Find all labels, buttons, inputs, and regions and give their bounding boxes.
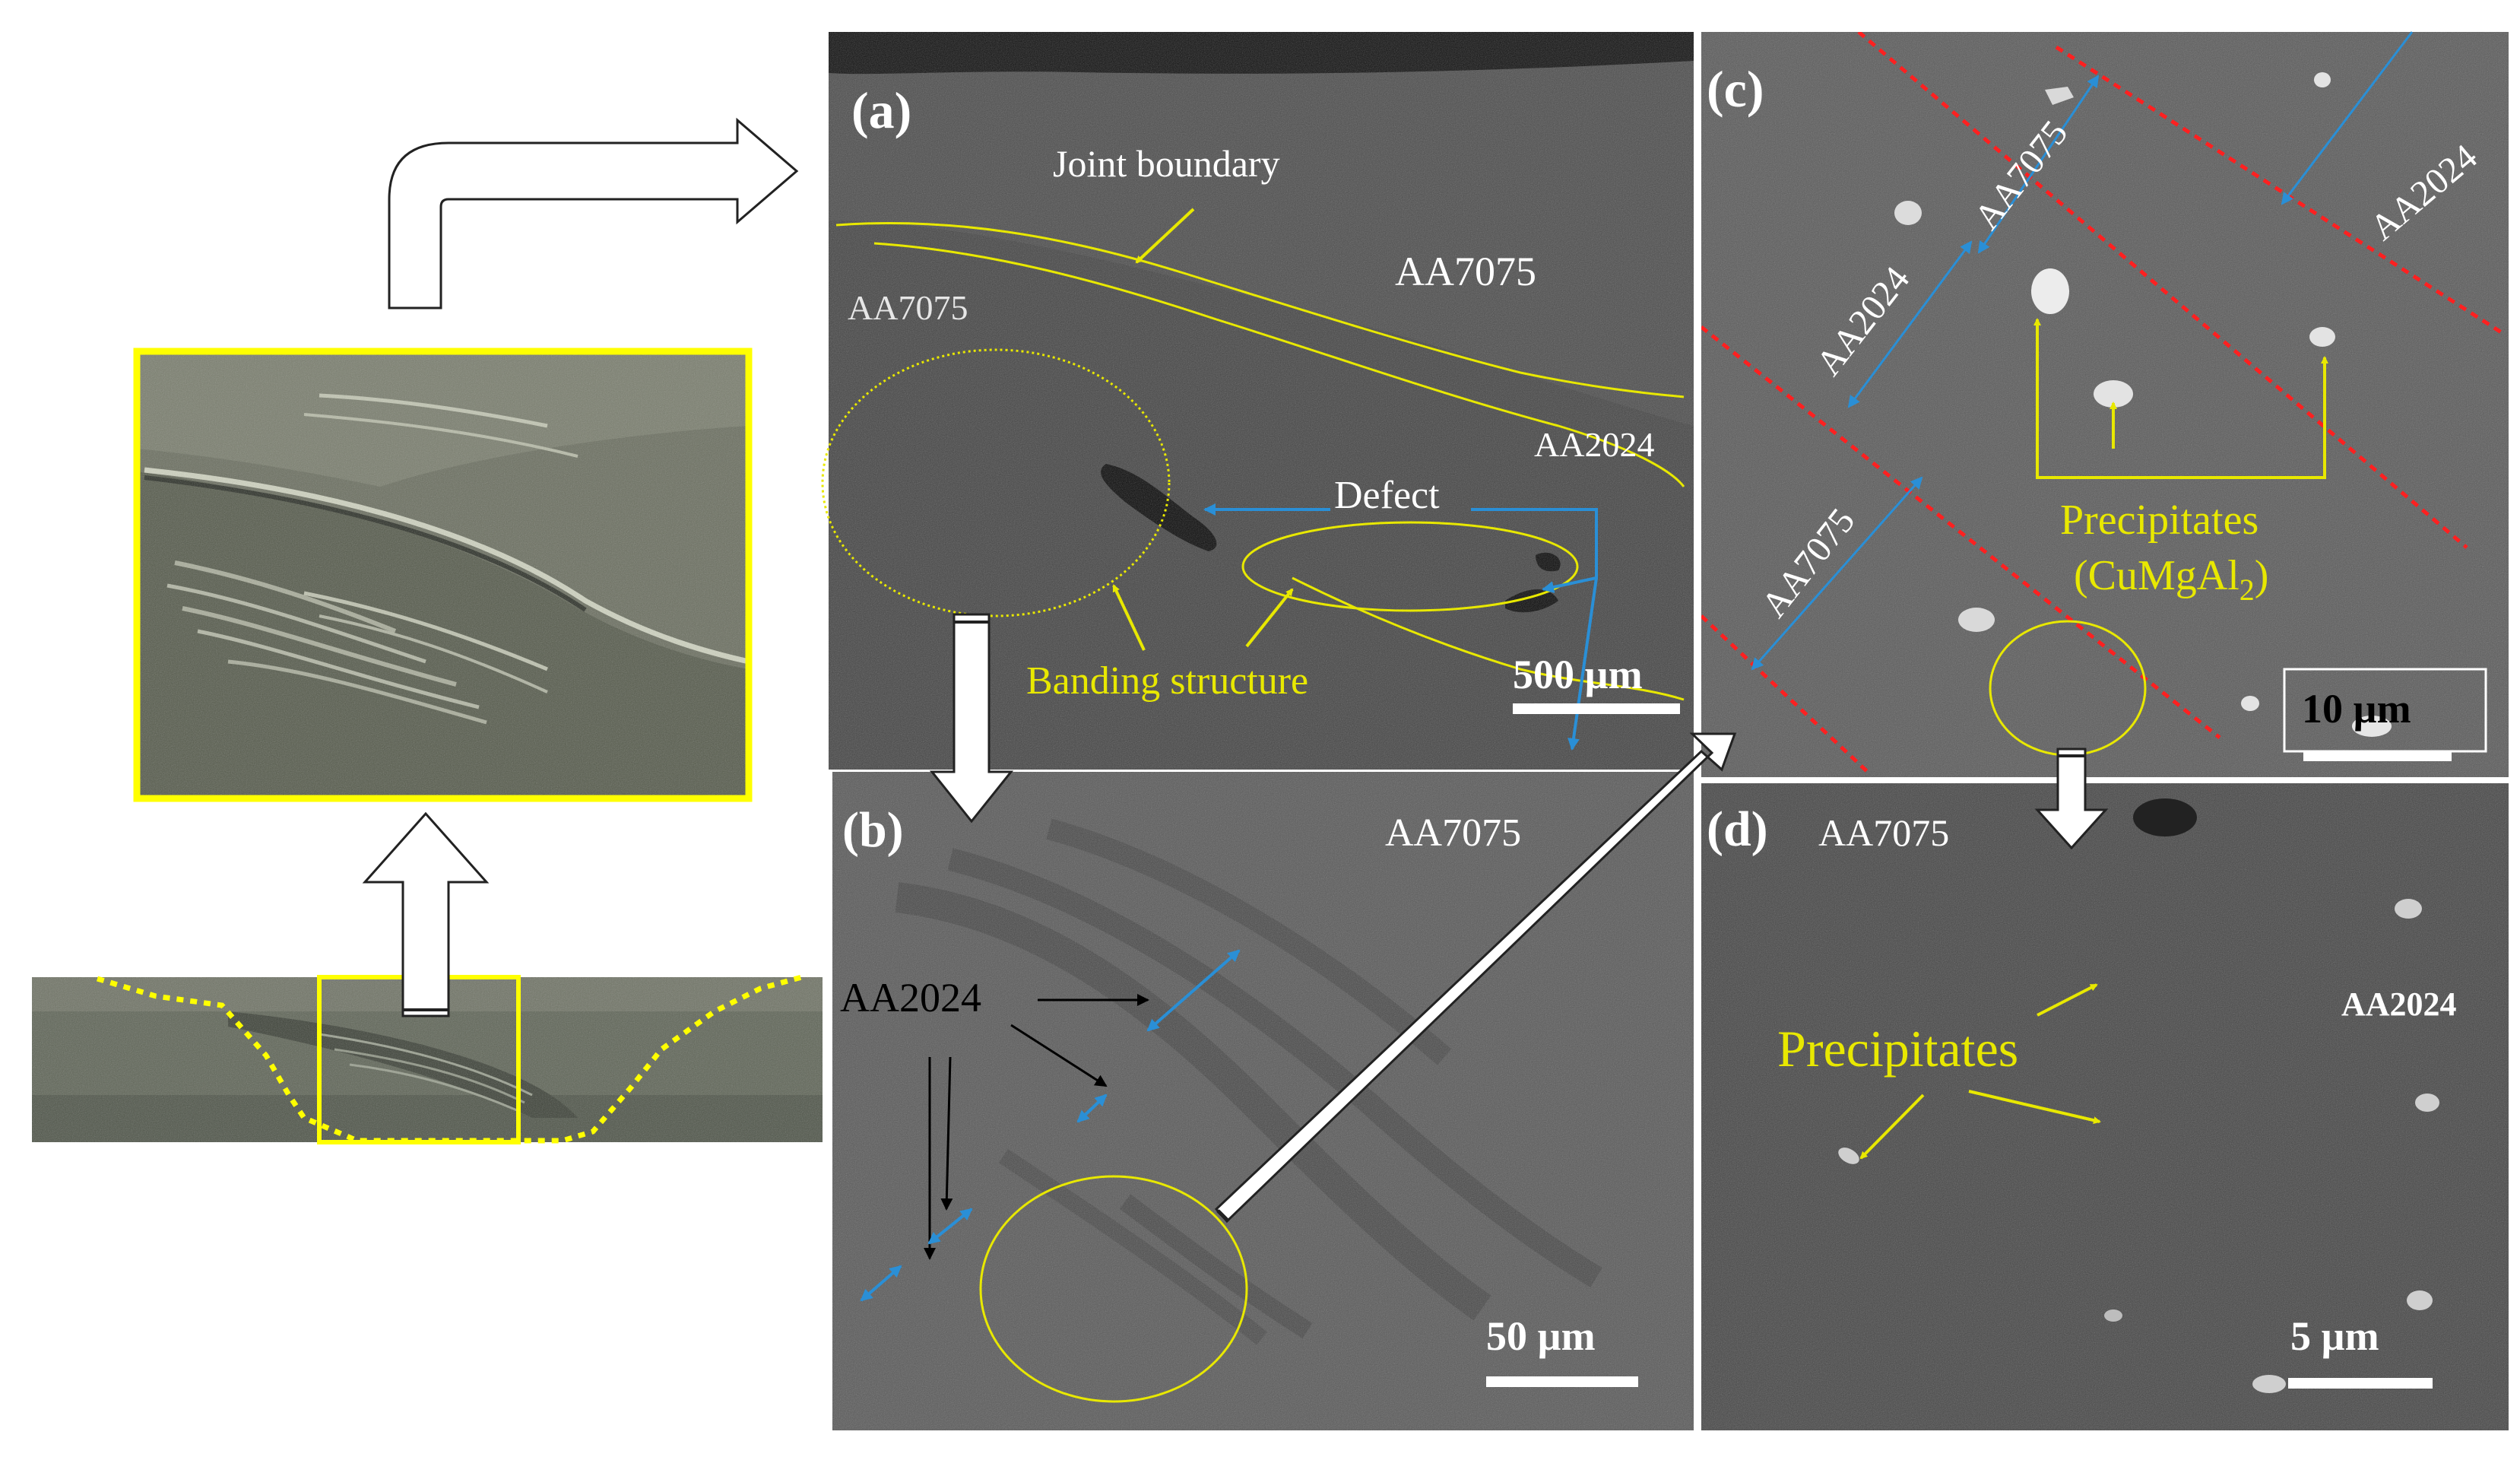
band-region-ellipse (979, 1175, 1248, 1403)
scale-label-b: 50 µm (1486, 1313, 1596, 1359)
defect-arrow-3 (1567, 577, 1598, 751)
width-arrow-c3 (1751, 476, 1923, 671)
interface-3 (1857, 32, 2468, 549)
aa2024-arrow-4 (940, 1056, 953, 1211)
panel-d-label: (d) (1707, 802, 1768, 857)
panel-b-label: (b) (842, 802, 904, 858)
region-aa7075-d: AA7075 (1818, 811, 1949, 854)
width-arrow-c1 (1977, 75, 2100, 254)
arrow-c-to-d (2034, 748, 2109, 850)
banding-arrow-2 (1245, 588, 1294, 648)
arrow-b-to-c-tick (1216, 1209, 1230, 1223)
arrow-b-to-c (1214, 732, 1737, 1224)
panel-b (832, 772, 1694, 1430)
band-width-arrow-1 (1146, 949, 1241, 1032)
panel-a (829, 32, 1694, 770)
scale-bar-a (1513, 703, 1680, 714)
joint-boundary-arrow (1135, 208, 1195, 264)
defect-label: Defect (1334, 474, 1440, 517)
scale-bar-b (1486, 1376, 1638, 1387)
scale-bar-c (2303, 751, 2452, 761)
banding-arrow-1 (1112, 584, 1146, 651)
region-aa7075-right-a: AA7075 (1395, 249, 1536, 294)
arrow-a-to-b (929, 613, 1014, 824)
banding-ellipse-1 (821, 348, 1171, 617)
interface-1 (2055, 45, 2506, 337)
precipitates-label-d: Precipitates (1777, 1020, 2018, 1078)
width-arrow-c4 (2281, 31, 2414, 205)
region-aa2024-d: AA2024 (2341, 986, 2457, 1023)
panel-a-label: (a) (851, 81, 911, 139)
scale-label-d: 5 µm (2290, 1313, 2379, 1359)
hollow-up-arrow (362, 811, 490, 1017)
panel-c-label: (c) (1707, 60, 1764, 118)
aa2024-arrow-2 (1010, 1024, 1108, 1087)
aa-interfaces (1701, 32, 2506, 776)
joint-boundary-label: Joint boundary (1053, 142, 1280, 185)
region-aa7075-left-a: AA7075 (848, 288, 968, 327)
banding-structure-label: Banding structure (1026, 659, 1308, 703)
region-aa7075-b: AA7075 (1385, 811, 1521, 855)
precipitate-arrow-d2 (1859, 1094, 1925, 1160)
scale-label-a: 500 µm (1513, 652, 1643, 697)
defect-arrow-2 (1471, 508, 1598, 593)
interface-4 (1701, 614, 1872, 776)
zoom-inset (137, 351, 749, 798)
banding-ellipse-2 (1241, 521, 1579, 612)
precipitate-arrow-d1 (2037, 983, 2098, 1017)
precipitate-arrow-d3 (1968, 1090, 2101, 1125)
region-aa2024-a: AA2024 (1534, 425, 1654, 464)
band-width-arrow-4 (860, 1265, 902, 1302)
joint-boundary-line-mid (873, 242, 1685, 487)
precipitates-label-c: Precipitates (2060, 497, 2258, 544)
hollow-bent-arrow (388, 117, 799, 309)
zoom-inset-frame (133, 348, 753, 802)
compound-label: (CuMgAl2) (2074, 552, 2268, 607)
joint-boundary-line-upper (835, 221, 1685, 398)
region-aa2024-b: AA2024 (840, 975, 981, 1021)
interface-2 (1701, 325, 2221, 739)
panel-d (1701, 783, 2509, 1430)
scale-label-c: 10 µm (2302, 686, 2411, 732)
scale-bar-d (2288, 1378, 2433, 1389)
band-width-arrow-3 (927, 1208, 973, 1245)
band-width-arrow-2 (1076, 1094, 1108, 1123)
panel-c (1701, 32, 2509, 777)
width-arrow-c2 (1847, 240, 1973, 408)
